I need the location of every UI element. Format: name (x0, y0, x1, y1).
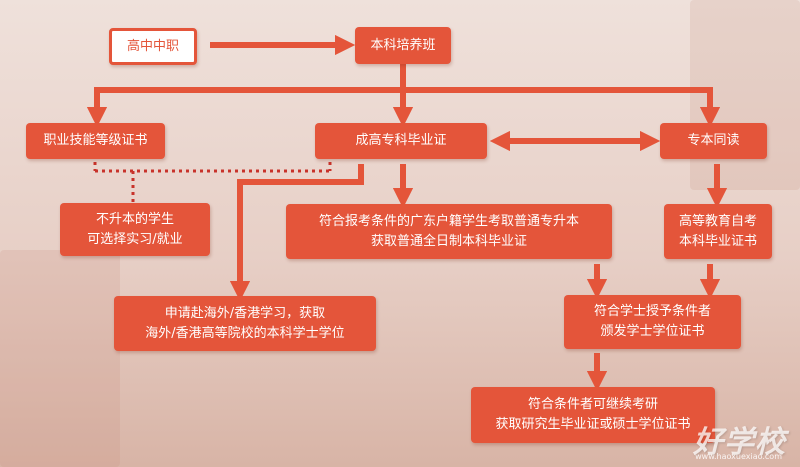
node-haiwai-line2: 海外/香港高等院校的本科学士学位 (145, 325, 345, 341)
node-haiwai-line1: 申请赴海外/香港学习，获取 (164, 305, 326, 321)
node-busheng-line1: 不升本的学生 (95, 211, 174, 227)
node-fuhe-baokao-line2: 获取普通全日制本科毕业证 (370, 233, 527, 249)
node-chenggao: 成高专科毕业证 (315, 123, 487, 159)
node-xueshi: 符合学士授予条件者 颁发学士学位证书 (564, 295, 741, 349)
node-chenggao-label: 成高专科毕业证 (355, 133, 447, 148)
node-benke-label: 本科培养班 (370, 37, 436, 53)
node-xueshi-line2: 颁发学士学位证书 (600, 324, 705, 339)
node-benke: 本科培养班 (355, 27, 451, 64)
node-zhuanben-label: 专本同读 (687, 133, 740, 148)
node-fuhe-baokao-line1: 符合报考条件的广东户籍学生考取普通专升本 (318, 213, 579, 229)
node-gaodeng-zikao: 高等教育自考 本科毕业证书 (664, 204, 772, 259)
node-xueshi-line1: 符合学士授予条件者 (593, 304, 711, 319)
arrow-chenggao-to-haiwai (229, 164, 364, 302)
node-kaoyan: 符合条件者可继续考研 获取研究生毕业证或硕士学位证书 (471, 387, 715, 443)
watermark-logo: 好学校 www.haoxuexiao.com (693, 417, 786, 461)
node-haiwai: 申请赴海外/香港学习，获取 海外/香港高等院校的本科学士学位 (114, 296, 376, 351)
node-kaoyan-line2: 获取研究生毕业证或硕士学位证书 (495, 417, 691, 432)
watermark-logo-url: www.haoxuexiao.com (695, 452, 782, 461)
node-zhuanben: 专本同读 (660, 123, 767, 159)
background-building-left (0, 250, 120, 467)
node-gaodeng-zikao-line2: 本科毕业证书 (678, 233, 757, 249)
node-busheng: 不升本的学生 可选择实习/就业 (60, 203, 210, 256)
node-busheng-line2: 可选择实习/就业 (87, 231, 183, 247)
node-fuhe-baokao: 符合报考条件的广东户籍学生考取普通专升本 获取普通全日制本科毕业证 (286, 204, 612, 259)
node-zhiye: 职业技能等级证书 (26, 123, 165, 159)
node-gaozhong: 高中中职 (109, 28, 197, 65)
watermark-logo-text: 好学校 (693, 425, 786, 460)
node-gaodeng-zikao-line1: 高等教育自考 (678, 213, 757, 229)
node-kaoyan-line1: 符合条件者可继续考研 (527, 397, 658, 412)
node-zhiye-label: 职业技能等级证书 (43, 133, 148, 148)
node-gaozhong-label: 高中中职 (126, 38, 179, 54)
